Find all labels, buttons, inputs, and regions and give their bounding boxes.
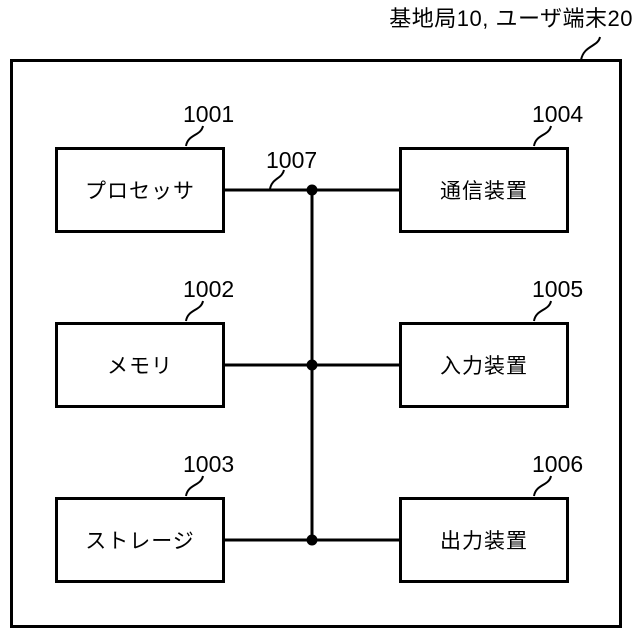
block-label: プロセッサ xyxy=(85,180,195,203)
ref-label-1001: 1001 xyxy=(183,101,235,127)
leader-line-1001 xyxy=(185,125,204,147)
ref-label-1003: 1003 xyxy=(183,451,235,477)
block-label: 出力装置 xyxy=(440,530,528,553)
block-memory: メモリ xyxy=(55,322,225,408)
block-storage: ストレージ xyxy=(55,497,225,583)
ref-label-1005: 1005 xyxy=(532,276,584,302)
block-label: 通信装置 xyxy=(440,180,528,203)
leader-line-1002 xyxy=(185,300,204,322)
junction-dot xyxy=(306,359,318,371)
leader-line-title xyxy=(580,36,601,61)
leader-line-1003 xyxy=(185,475,204,497)
leader-line-1005 xyxy=(533,300,552,322)
outer-frame xyxy=(10,59,622,628)
ref-label-1006: 1006 xyxy=(532,451,584,477)
leader-line-1007 xyxy=(269,169,285,190)
block-label: ストレージ xyxy=(85,530,195,553)
leader-line-1004 xyxy=(533,125,552,147)
block-processor: プロセッサ xyxy=(55,147,225,233)
block-communication-device: 通信装置 xyxy=(399,147,569,233)
block-label: メモリ xyxy=(107,355,173,378)
leader-line-1006 xyxy=(533,475,552,497)
block-input-device: 入力装置 xyxy=(399,322,569,408)
block-output-device: 出力装置 xyxy=(399,497,569,583)
ref-label-1002: 1002 xyxy=(183,276,235,302)
block-label: 入力装置 xyxy=(440,355,528,378)
junction-dot xyxy=(306,184,318,196)
ref-label-1004: 1004 xyxy=(532,101,584,127)
ref-label-1007-bus: 1007 xyxy=(266,147,318,173)
figure-title: 基地局10, ユーザ端末20 xyxy=(389,6,633,31)
junction-dot xyxy=(306,534,318,546)
